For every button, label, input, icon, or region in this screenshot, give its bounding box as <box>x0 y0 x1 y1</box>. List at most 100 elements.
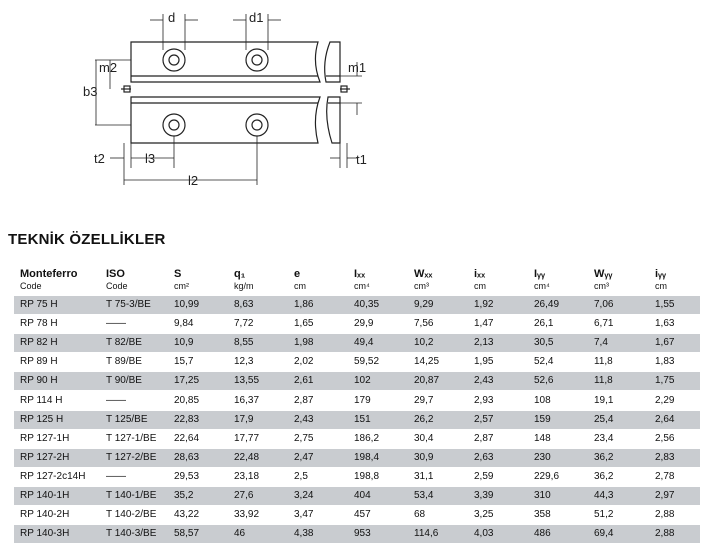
table-cell: 7,72 <box>228 314 288 335</box>
table-cell: 36,2 <box>588 448 649 468</box>
label-t1: t1 <box>356 152 367 167</box>
table-cell: 1,75 <box>649 371 700 392</box>
table-cell: 35,2 <box>168 486 228 507</box>
table-cell: 7,56 <box>408 314 468 335</box>
table-cell: 30,5 <box>528 333 588 354</box>
table-cell: 10,99 <box>168 296 228 316</box>
table-cell: 1,95 <box>468 352 528 373</box>
table-cell: RP 140-3H <box>14 524 100 545</box>
table-cell: 186,2 <box>348 429 408 449</box>
table-cell: 44,3 <box>588 486 649 507</box>
table-cell: 3,24 <box>288 486 348 507</box>
table-cell: RP 82 H <box>14 333 100 354</box>
table-cell: 29,9 <box>348 314 408 335</box>
table-cell: 2,64 <box>649 410 700 430</box>
table-cell: T 140-1/BE <box>100 486 168 507</box>
table-cell: 26,2 <box>408 410 468 430</box>
table-cell: 59,52 <box>348 352 408 373</box>
table-cell: 14,25 <box>408 352 468 373</box>
column-header-unit: cm <box>655 281 667 291</box>
table-cell: 102 <box>348 371 408 392</box>
table-cell: 22,64 <box>168 429 228 449</box>
table-cell: 30,9 <box>408 448 468 468</box>
table-cell: RP 78 H <box>14 314 100 335</box>
table-cell: 2,83 <box>649 448 700 468</box>
table-cell: 1,98 <box>288 333 348 354</box>
column-header-name: iₓₓ <box>474 268 486 280</box>
table-cell: 17,77 <box>228 429 288 449</box>
table-cell: 2,59 <box>468 467 528 487</box>
table-cell: 25,4 <box>588 410 649 430</box>
table-cell: 29,7 <box>408 390 468 411</box>
table-cell: 230 <box>528 448 588 468</box>
table-cell: T 140-2/BE <box>100 505 168 526</box>
table-cell: 8,55 <box>228 333 288 354</box>
table-cell: —— <box>100 390 168 411</box>
table-cell: 7,06 <box>588 296 649 316</box>
table-cell: RP 127-2c14H <box>14 467 100 487</box>
table-cell: 358 <box>528 505 588 526</box>
column-header-name: Iₓₓ <box>354 268 366 280</box>
table-cell: 1,55 <box>649 296 700 316</box>
table-cell: 2,13 <box>468 333 528 354</box>
table-cell: 20,87 <box>408 371 468 392</box>
table-cell: 1,65 <box>288 314 348 335</box>
table-cell: 53,4 <box>408 486 468 507</box>
table-cell: RP 114 H <box>14 390 100 411</box>
table-cell: 22,83 <box>168 410 228 430</box>
table-cell: 229,6 <box>528 467 588 487</box>
label-l3: l3 <box>145 151 155 166</box>
table-cell: 1,92 <box>468 296 528 316</box>
table-cell: 486 <box>528 524 588 545</box>
column-header-unit: Code <box>106 281 128 291</box>
table-cell: RP 75 H <box>14 296 100 316</box>
column-header-name: S <box>174 268 182 280</box>
table-cell: —— <box>100 467 168 487</box>
table-cell: 27,6 <box>228 486 288 507</box>
section-title: TEKNİK ÖZELLİKLER <box>8 231 166 248</box>
column-header-name: Monteferro <box>20 268 78 280</box>
table-cell: 29,53 <box>168 467 228 487</box>
table-cell: 19,1 <box>588 390 649 411</box>
table-cell: T 82/BE <box>100 333 168 354</box>
table-cell: 1,47 <box>468 314 528 335</box>
table-cell: 31,1 <box>408 467 468 487</box>
table-cell: 40,35 <box>348 296 408 316</box>
table-cell: 2,88 <box>649 505 700 526</box>
table-cell: 148 <box>528 429 588 449</box>
table-cell: 6,71 <box>588 314 649 335</box>
column-header-unit: Code <box>20 281 42 291</box>
column-header-name: Iᵧᵧ <box>534 268 546 280</box>
table-cell: RP 125 H <box>14 410 100 430</box>
table-cell: RP 140-2H <box>14 505 100 526</box>
table-cell: 23,4 <box>588 429 649 449</box>
label-d1: d1 <box>249 10 263 25</box>
table-cell: 2,78 <box>649 467 700 487</box>
table-cell: 3,47 <box>288 505 348 526</box>
table-cell: 953 <box>348 524 408 545</box>
table-cell: RP 127-2H <box>14 448 100 468</box>
table-cell: 1,83 <box>649 352 700 373</box>
table-cell: 52,4 <box>528 352 588 373</box>
table-cell: 3,25 <box>468 505 528 526</box>
table-cell: RP 90 H <box>14 371 100 392</box>
table-cell: 30,4 <box>408 429 468 449</box>
table-cell: 2,97 <box>649 486 700 507</box>
table-cell: 11,8 <box>588 371 649 392</box>
column-header-name: Wₓₓ <box>414 268 433 280</box>
table-cell: 20,85 <box>168 390 228 411</box>
